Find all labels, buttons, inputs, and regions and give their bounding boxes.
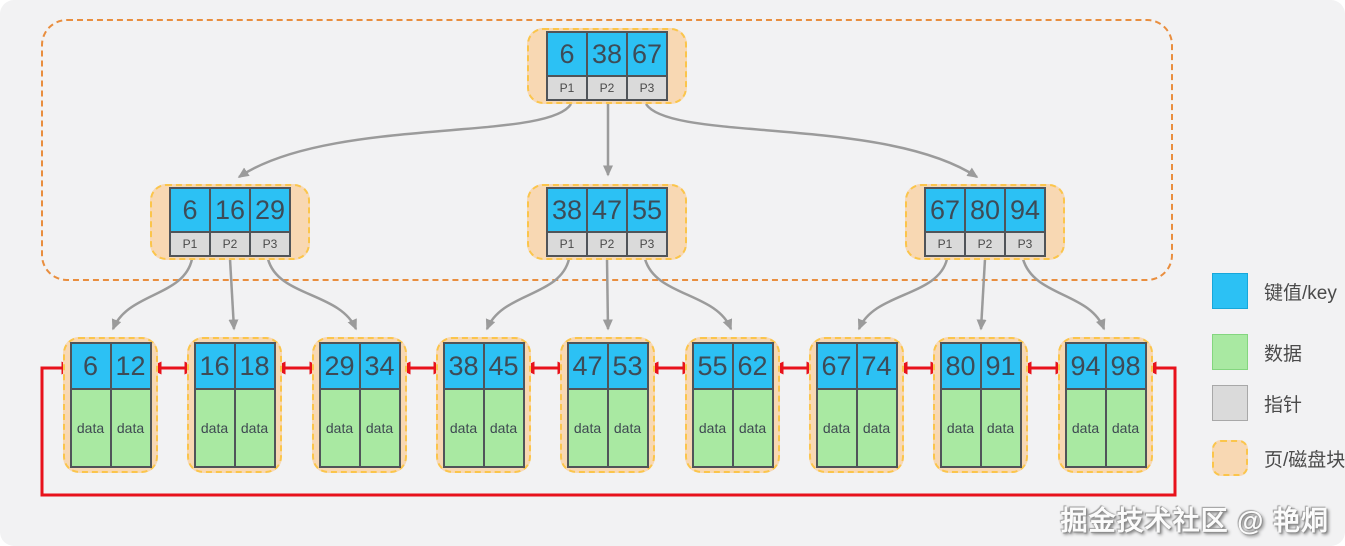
pointer-cell: P3 <box>1005 232 1045 256</box>
pointer-cell: P3 <box>250 232 290 256</box>
pointer-swatch <box>1212 385 1248 421</box>
pointer-row: P1 P2 P3 <box>547 232 667 256</box>
key-row: 67 80 94 <box>925 188 1045 232</box>
data-cell: data <box>607 389 648 467</box>
pointer-cell: P2 <box>210 232 250 256</box>
legend-label: 页/磁盘块 <box>1264 449 1345 471</box>
legend-item-page: 页/磁盘块 <box>1212 440 1345 476</box>
root-node: 6 38 67 P1 P2 P3 <box>527 28 687 104</box>
legend-label: 键值/key <box>1264 282 1337 304</box>
key-cell: 67 <box>627 32 667 76</box>
key-cell: 34 <box>359 343 400 389</box>
pointer-cell: P1 <box>547 76 587 100</box>
leaf-node-5: 47 53 data data <box>560 337 655 473</box>
pointer-cell: P1 <box>925 232 965 256</box>
leaf-node-6: 55 62 data data <box>685 337 780 473</box>
data-cell: data <box>319 389 360 467</box>
legend-label: 数据 <box>1264 343 1303 365</box>
key-cell: 29 <box>250 188 290 232</box>
internal-node-3: 67 80 94 P1 P2 P3 <box>905 184 1065 260</box>
key-cell: 94 <box>1005 188 1045 232</box>
key-cell: 18 <box>234 343 275 389</box>
leaf-node-4: 38 45 data data <box>436 337 531 473</box>
key-cell: 74 <box>856 343 897 389</box>
leaf-node-7: 67 74 data data <box>809 337 904 473</box>
legend-item-pointer: 指针 <box>1212 385 1302 421</box>
internal-node-2: 38 47 55 P1 P2 P3 <box>527 184 687 260</box>
legend-item-data: 数据 <box>1212 334 1302 370</box>
key-cell: 80 <box>940 343 981 389</box>
key-cell: 38 <box>587 32 627 76</box>
root-node-table: 6 38 67 P1 P2 P3 <box>546 31 668 101</box>
data-cell: data <box>359 389 400 467</box>
pointer-cell: P3 <box>627 232 667 256</box>
key-cell: 53 <box>607 343 648 389</box>
key-cell: 6 <box>170 188 210 232</box>
key-row: 6 16 29 <box>170 188 290 232</box>
key-cell: 55 <box>627 188 667 232</box>
data-cell: data <box>567 389 608 467</box>
key-cell: 38 <box>443 343 484 389</box>
key-cell: 91 <box>980 343 1021 389</box>
key-cell: 67 <box>925 188 965 232</box>
leaf-node-3: 29 34 data data <box>312 337 407 473</box>
data-cell: data <box>980 389 1021 467</box>
pointer-cell: P2 <box>587 232 627 256</box>
key-cell: 94 <box>1065 343 1106 389</box>
key-cell: 98 <box>1105 343 1146 389</box>
data-cell: data <box>234 389 275 467</box>
pointer-cell: P2 <box>965 232 1005 256</box>
data-cell: data <box>70 389 111 467</box>
leaf-node-1: 6 12 data data <box>63 337 158 473</box>
key-cell: 80 <box>965 188 1005 232</box>
data-cell: data <box>816 389 857 467</box>
key-cell: 62 <box>732 343 773 389</box>
watermark: 掘金技术社区 @ 艳烔 <box>1060 506 1329 536</box>
data-cell: data <box>732 389 773 467</box>
data-cell: data <box>194 389 235 467</box>
data-cell: data <box>443 389 484 467</box>
data-cell: data <box>940 389 981 467</box>
internal-node-1: 6 16 29 P1 P2 P3 <box>150 184 310 260</box>
leaf-node-2: 16 18 data data <box>187 337 282 473</box>
key-cell: 6 <box>547 32 587 76</box>
pointer-cell: P1 <box>547 232 587 256</box>
root-pointer-row: P1 P2 P3 <box>547 76 667 100</box>
root-key-row: 6 38 67 <box>547 32 667 76</box>
data-cell: data <box>110 389 151 467</box>
legend-label: 指针 <box>1264 394 1303 416</box>
key-cell: 47 <box>567 343 608 389</box>
key-cell: 16 <box>194 343 235 389</box>
pointer-cell: P3 <box>627 76 667 100</box>
key-cell: 16 <box>210 188 250 232</box>
key-swatch <box>1212 273 1248 309</box>
key-cell: 29 <box>319 343 360 389</box>
key-row: 38 47 55 <box>547 188 667 232</box>
data-cell: data <box>1065 389 1106 467</box>
key-cell: 6 <box>70 343 111 389</box>
internal-node-2-table: 38 47 55 P1 P2 P3 <box>546 187 668 257</box>
pointer-row: P1 P2 P3 <box>925 232 1045 256</box>
data-cell: data <box>483 389 524 467</box>
pointer-cell: P1 <box>170 232 210 256</box>
page-swatch <box>1212 440 1248 476</box>
pointer-cell: P2 <box>587 76 627 100</box>
key-cell: 45 <box>483 343 524 389</box>
data-swatch <box>1212 334 1248 370</box>
data-cell: data <box>856 389 897 467</box>
pointer-row: P1 P2 P3 <box>170 232 290 256</box>
leaf-node-9: 94 98 data data <box>1058 337 1153 473</box>
key-cell: 12 <box>110 343 151 389</box>
internal-node-1-table: 6 16 29 P1 P2 P3 <box>169 187 291 257</box>
internal-node-3-table: 67 80 94 P1 P2 P3 <box>924 187 1046 257</box>
legend-item-key: 键值/key <box>1212 273 1337 309</box>
key-cell: 47 <box>587 188 627 232</box>
key-cell: 67 <box>816 343 857 389</box>
data-cell: data <box>1105 389 1146 467</box>
key-cell: 55 <box>692 343 733 389</box>
leaf-node-8: 80 91 data data <box>933 337 1028 473</box>
key-cell: 38 <box>547 188 587 232</box>
data-cell: data <box>692 389 733 467</box>
